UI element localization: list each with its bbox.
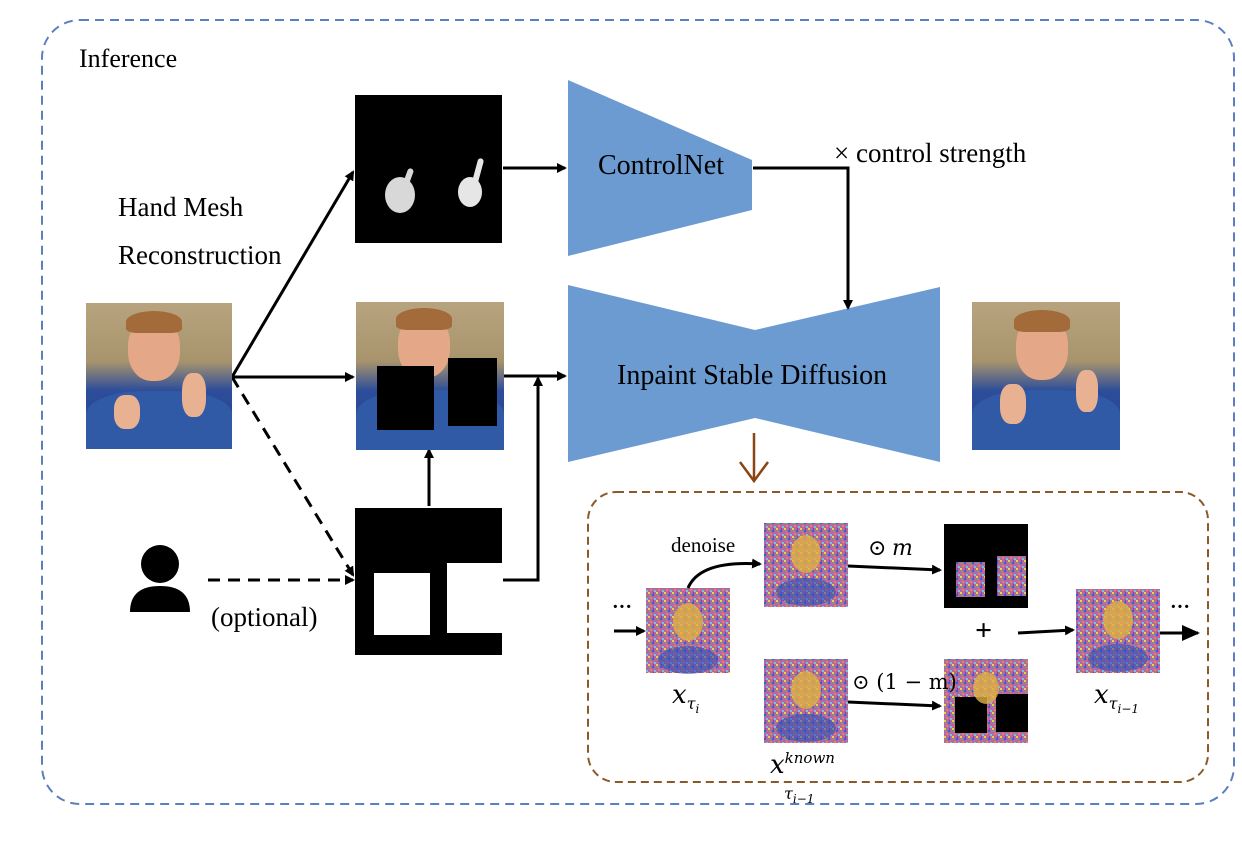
controlnet-label: ControlNet [598,150,724,181]
arrow-odot-1m [847,700,942,711]
odot-m-label: ⊙ m [868,535,913,561]
arrow-mask-to-inpaint [503,376,543,582]
rendered-hand-right [458,158,484,207]
arrow-photo-to-mask [230,376,355,577]
noisy-image-known [764,659,848,743]
masked-noisy-m [944,524,1028,608]
hand-mesh-render [355,95,502,243]
optional-label: (optional) [211,602,318,632]
frame-title: Inference [79,44,178,73]
input-photo [86,303,232,449]
tau-sub: τ [686,694,696,713]
inpaint-sd-block [568,285,940,462]
arrow-denoise [686,558,762,589]
odot-symbol: ⊙ [868,535,887,560]
arrow-photo-to-mesh [230,170,355,378]
noisy-image-xt-1 [1076,589,1160,673]
noisy-image-denoised [764,523,848,607]
m-variable: m [891,536,913,561]
hand-mesh-label-1: Hand Mesh [118,192,244,222]
x-known-label: xknown τi−1 [770,749,835,806]
x-symbol: x [672,680,687,710]
control-strength-label: × control strength [834,138,1027,168]
inpaint-label: Inpaint Stable Diffusion [617,360,888,391]
i-subsub: i [695,702,700,716]
plus-sign: + [975,614,993,647]
masked-photo [356,302,504,450]
arrow-controlnet-to-inpaint [753,166,853,310]
hand-mesh-label-2: Reconstruction [118,240,282,270]
ellipsis-right: ··· [1170,596,1191,618]
odot-1m-label: ⊙ (1 − m) [852,670,957,694]
im1-subsub: i−1 [792,792,815,806]
x-tau-i-label: xτi [672,680,699,716]
arrow-odot-m [847,564,942,575]
known-sup: known [784,749,835,767]
noisy-image-xt [646,588,730,674]
mask-image [355,508,502,655]
denoise-label: denoise [671,533,736,557]
ellipsis-left: ··· [612,596,633,618]
im1-subsub: i−1 [1117,702,1140,716]
user-icon [130,545,190,612]
masked-noisy-1m [944,659,1028,743]
arrow-plus-to-out [1017,625,1075,636]
inference-frame [41,19,1235,805]
output-photo [972,302,1120,450]
detail-down-arrow [738,433,770,484]
x-symbol: x [770,750,785,780]
tau-sub: τ [784,784,793,803]
rendered-hand-left [385,168,415,213]
tau-sub: τ [1108,694,1118,713]
x-tau-im1-label: xτi−1 [1094,680,1139,716]
x-symbol: x [1094,680,1109,710]
controlnet-block [568,80,752,256]
